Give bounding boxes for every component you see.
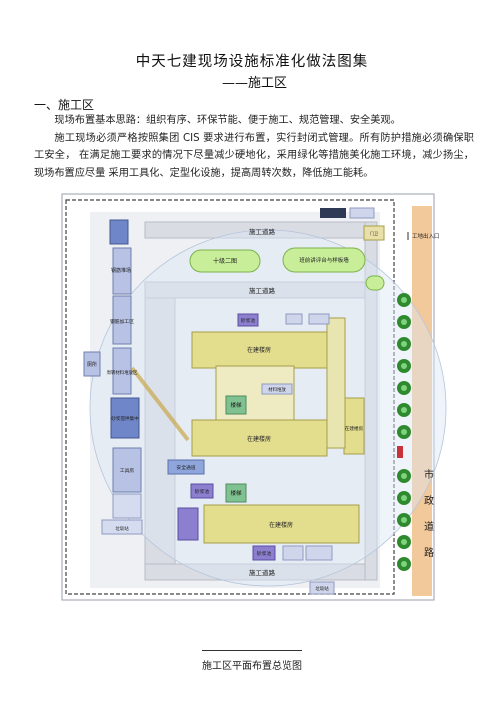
figure-caption: 施工区平面布置总览图 [202,661,302,672]
caption-rule [202,650,302,651]
label-stair-1: 楼梯 [230,401,242,409]
green-area-1 [189,249,261,273]
document-subtitle: ——施工区 [222,76,288,91]
label-road-mid: 施工道路 [249,286,276,295]
material-store [112,447,142,493]
label-building-side: 在建楼房 [345,425,364,432]
label-steel-shop: 钢筋加工区 [110,318,134,325]
building-side [343,397,365,455]
label-building-1: 在建楼房 [247,346,271,354]
stair-1 [225,395,247,415]
mortar-1 [237,313,259,327]
office-block [109,219,129,245]
formwork-yard [112,347,132,395]
green-area-2 [282,247,366,273]
label-city-road-2: 政 [424,494,434,507]
paragraph-2: 施工现场必须严格按照集团 CIS 要求进行布置，实行封闭式管理。所有防护措施必须… [34,132,474,179]
guard-house [363,225,385,241]
label-entrance: 工地出入口 [412,232,440,240]
body-text: 现场布置基本思路：组织有序、环保节能、便于施工、规范管理、安全美观。 施工现场必… [34,112,474,182]
site-boundary [65,199,395,595]
label-guard: 门卫 [370,230,378,237]
green-area-3 [365,275,385,291]
label-green-1: 十级二图 [213,257,237,265]
city-road-strip [412,206,432,596]
pump-box [177,507,199,541]
label-stair-2: 楼梯 [230,489,242,497]
label-pile: 材料堆放 [268,386,286,393]
steel-shop [112,295,132,345]
building-wing [326,317,346,449]
small-box-b [308,313,330,325]
gate-sign [320,208,346,218]
label-mortar-2: 砂浆池 [195,488,210,495]
label-mortar-1: 砂浆池 [241,317,256,324]
label-building-3: 在建楼房 [269,521,293,529]
label-city-road-3: 道 [424,520,434,533]
mortar-3 [252,545,276,561]
safety-channel [167,459,205,475]
waste-station [309,581,335,595]
label-steel-yard: 钢筋堆场 [111,267,131,274]
small-box-c [261,383,293,395]
label-waste: 垃圾站 [115,525,129,532]
label-formwork-yard: 周转材料堆放区 [107,369,138,376]
label-waste-station: 垃圾站 [315,585,329,592]
road-left [144,297,176,565]
waste-block [101,519,143,535]
label-sand-yard: 砂浆搅拌集中 [111,415,139,422]
small-box-d [282,545,304,561]
label-safety-channel: 安全通道 [176,464,195,471]
building-courtyard [215,365,295,425]
steel-yard [112,247,132,295]
label-mortar-3: 砂浆池 [257,550,272,557]
building-3 [203,504,360,544]
building-2 [191,419,328,457]
document-title: 中天七建现场设施标准化做法图集 [135,54,369,70]
label-green-2: 班前讲评台与样板墙 [299,256,349,264]
entrance-flag-icon [397,446,403,458]
label-road-top: 施工道路 [249,227,276,236]
small-box-e [305,545,333,561]
label-road-bottom: 施工道路 [249,568,276,577]
label-city-road-1: 市 [424,468,434,481]
label-city-road-4: 路 [424,546,434,559]
tower-crane-arm [130,366,190,442]
mortar-2 [190,483,214,499]
paragraph-1: 现场布置基本思路：组织有序、环保节能、便于施工、规范管理、安全美观。 [54,115,401,126]
label-material-store: 工具房 [120,467,135,474]
label-building-2: 在建楼房 [247,435,271,443]
wash-box [349,207,375,219]
section-heading: 一、施工区 [34,98,95,112]
small-store [112,493,142,519]
stair-2 [225,483,247,503]
label-toilet: 厕所 [87,361,97,368]
toilet-block [83,351,101,377]
sand-yard [110,397,140,439]
tree-row [397,293,411,571]
road-right [364,221,378,581]
small-box-a [285,313,303,325]
